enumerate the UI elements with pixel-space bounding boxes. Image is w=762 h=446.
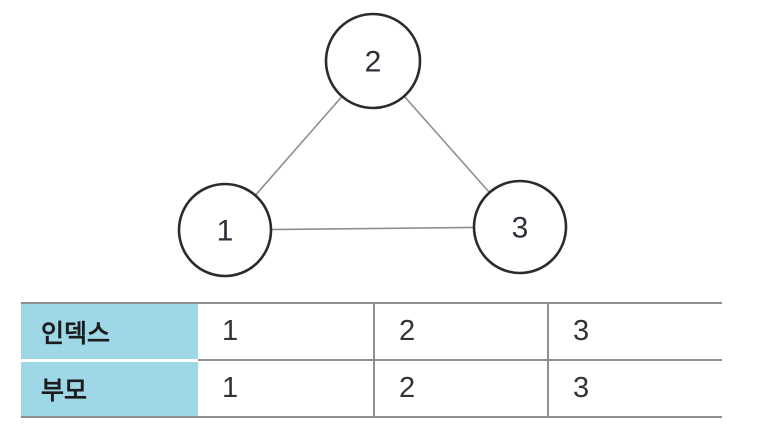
graph-node-3-label: 3: [512, 212, 529, 245]
index-cell-1: 1: [198, 302, 373, 359]
graph-node-1-circle: [177, 182, 273, 278]
graph-node-2-label: 2: [365, 46, 382, 79]
row-header-index: 인덱스: [21, 302, 198, 359]
index-cell-3: 3: [547, 302, 722, 359]
table-row-parent: 부모 1 2 3: [21, 359, 722, 418]
graph-node-2: 2: [324, 12, 422, 110]
graph-node-1-label: 1: [217, 215, 234, 248]
parent-array-table: 인덱스 1 2 3 부모 1 2 3: [21, 302, 722, 418]
parent-cell-1: 1: [198, 359, 373, 418]
index-cell-2: 2: [373, 302, 547, 359]
graph-node-3: 3: [472, 179, 568, 275]
graph-node-1: 1: [177, 182, 273, 278]
parent-cell-2: 2: [373, 359, 547, 418]
graph-node-3-circle: [472, 179, 568, 275]
graph-diagram: 2 1 3: [177, 12, 568, 278]
row-header-parent: 부모: [21, 359, 198, 418]
parent-cell-3: 3: [547, 359, 722, 418]
graph-edge-1-3: [224, 226, 521, 231]
graph-node-2-circle: [324, 12, 422, 110]
table-row-index: 인덱스 1 2 3: [21, 302, 722, 359]
